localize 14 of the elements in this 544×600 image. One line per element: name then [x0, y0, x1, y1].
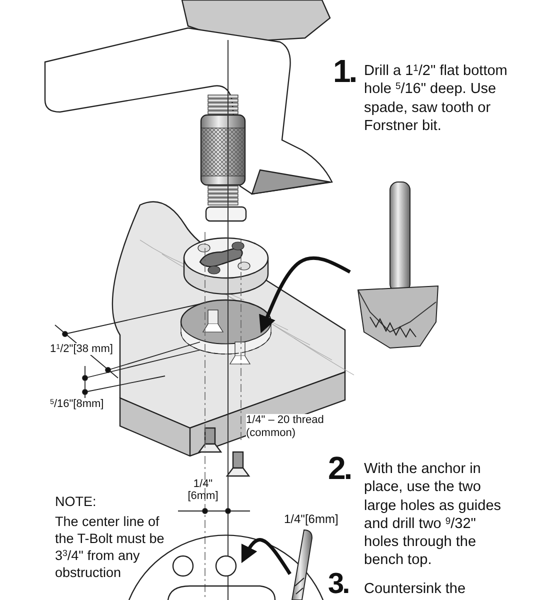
- dimension-label: $^{5}$/16"[8mm]: [50, 398, 104, 410]
- dimension-label: 1/4" [6mm]: [186, 478, 220, 502]
- step-number: 2.: [328, 452, 352, 484]
- instruction-text: Countersink the: [364, 580, 467, 598]
- curved-arrow: [259, 256, 351, 334]
- step-number: 3.: [328, 570, 350, 599]
- instruction-text: With the anchor in place, use the two large holes as guides and drill two $^{9}$/32" holes through the bench top.: [364, 460, 502, 570]
- dimension-label: 1/4"[6mm]: [284, 512, 338, 526]
- instruction-text: Drill a 1$^{1}$/2" flat bottom hole $^{5}$/16" deep. Use spade, saw tooth or Forstner bit.: [364, 62, 508, 136]
- step-number: 1.: [333, 55, 357, 87]
- dimension-label: 1$^{1}$/2"[38 mm]: [50, 343, 113, 355]
- note-text: The center line of the T-Bolt must be 3$^{3}$/4" from any obstruction: [55, 513, 166, 581]
- curved-arrow: [241, 538, 292, 575]
- note-heading: NOTE:: [55, 494, 98, 509]
